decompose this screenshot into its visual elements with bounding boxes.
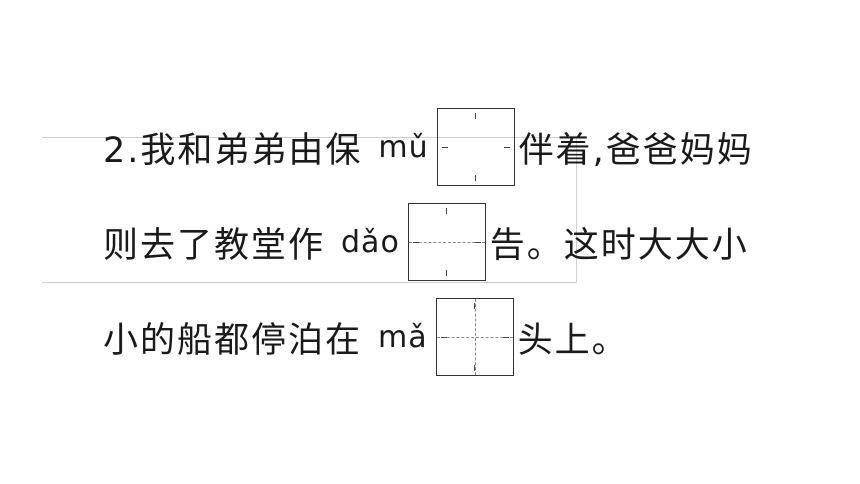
answer-box-1-horizontal-guide [438, 147, 514, 148]
answer-box-2[interactable] [407, 203, 486, 281]
guide-line-right [576, 137, 577, 283]
answer-box-1-tick-top [475, 113, 477, 119]
answer-box-2-tick-top [446, 208, 448, 214]
answer-box-2-tick-bottom [446, 270, 448, 276]
answer-box-2-tick-right [474, 241, 481, 243]
question-line-2: 则去了教堂作 dǎo 告。这时大大小 [103, 202, 749, 282]
guide-line-bottom [42, 282, 577, 283]
answer-box-1-tick-right [503, 146, 510, 148]
answer-box-2-horizontal-guide [408, 242, 485, 243]
line-2-text-before: 则去了教堂作 [103, 225, 326, 266]
answer-box-1-tick-left [441, 146, 448, 148]
answer-box-3-tick-top [474, 303, 476, 309]
line-1-pinyin: mǔ [378, 129, 429, 165]
line-3-pinyin: mǎ [378, 319, 428, 355]
answer-box-3-tick-right [502, 336, 509, 338]
line-1-text-before: 2.我和弟弟由保 [103, 130, 363, 171]
question-line-3: 小的船都停泊在 mǎ 头上。 [103, 297, 629, 377]
line-3-text-after: 头上。 [517, 320, 629, 361]
line-1-text-after: 伴着,爸爸妈妈 [518, 130, 754, 171]
answer-box-3-tick-left [440, 336, 447, 338]
answer-box-3-tick-bottom [474, 365, 476, 371]
answer-box-3-horizontal-guide [436, 337, 513, 338]
line-2-text-after: 告。这时大大小 [489, 225, 749, 266]
answer-box-3[interactable] [435, 298, 514, 376]
guide-line-top [42, 137, 577, 138]
answer-box-1-tick-bottom [475, 175, 477, 181]
line-3-text-before: 小的船都停泊在 [103, 320, 363, 361]
answer-box-2-tick-left [412, 241, 419, 243]
line-2-pinyin: dǎo [341, 224, 400, 260]
answer-box-1[interactable] [436, 108, 515, 186]
question-line-1: 2.我和弟弟由保 mǔ 伴着,爸爸妈妈 [103, 107, 754, 187]
